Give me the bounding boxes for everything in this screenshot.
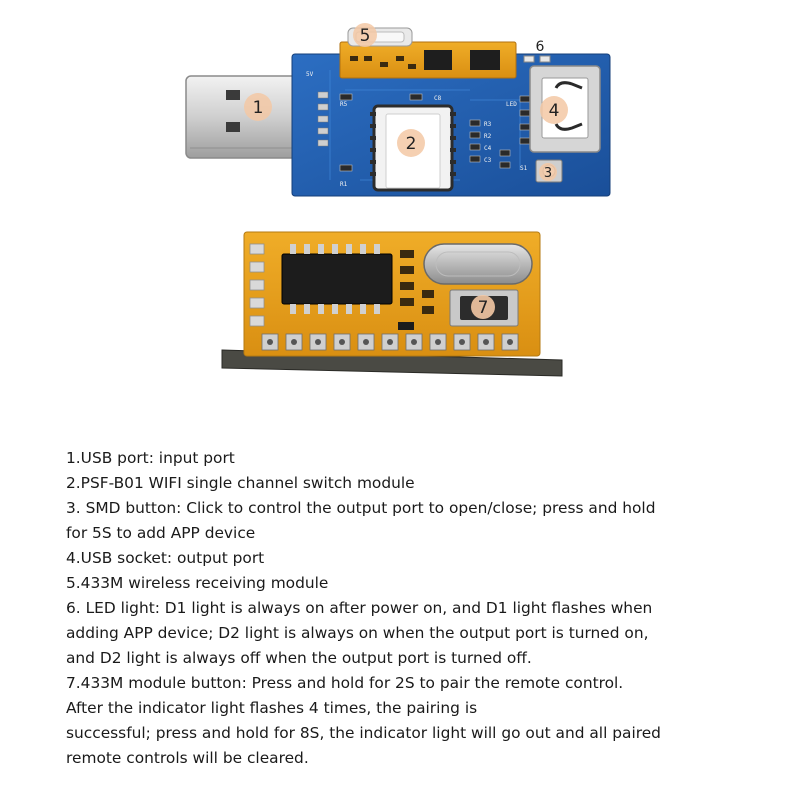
svg-text:R2: R2 bbox=[484, 133, 492, 140]
marker-label: 7 bbox=[478, 298, 489, 318]
svg-text:R5: R5 bbox=[340, 101, 348, 108]
led-light bbox=[523, 55, 551, 63]
marker-label: 5 bbox=[360, 26, 371, 46]
svg-text:C4: C4 bbox=[484, 145, 492, 152]
callout-marker-1: 1 bbox=[244, 93, 272, 121]
rf-receiver-module bbox=[339, 27, 517, 79]
callout-marker-4: 4 bbox=[540, 96, 568, 124]
note-line: adding APP device; D2 light is always on… bbox=[66, 624, 649, 642]
note-line: After the indicator light flashes 4 time… bbox=[66, 699, 478, 717]
marker-label: 3 bbox=[544, 166, 552, 181]
note-line: and D2 light is always off when the outp… bbox=[66, 649, 532, 667]
marker-label: 1 bbox=[253, 98, 264, 118]
svg-text:R1: R1 bbox=[340, 181, 348, 188]
rf-receiver-board bbox=[221, 231, 563, 377]
note-line: 7.433M module button: Press and hold for… bbox=[66, 674, 624, 692]
note-line: remote controls will be cleared. bbox=[66, 749, 309, 767]
svg-text:R3: R3 bbox=[484, 121, 492, 128]
svg-text:S1: S1 bbox=[520, 165, 528, 172]
note-line: 4.USB socket: output port bbox=[66, 549, 265, 567]
note-line: 2.PSF-B01 WIFI single channel switch mod… bbox=[66, 474, 415, 492]
note-line: for 5S to add APP device bbox=[66, 524, 256, 542]
product-photo: 5V R5 R1 R3 R2 C4 C3 C8 S1 LED bbox=[185, 23, 611, 377]
callout-marker-7: 7 bbox=[471, 295, 495, 319]
marker-label: 4 bbox=[549, 101, 560, 121]
crystal-oscillator bbox=[423, 243, 533, 285]
svg-text:LED: LED bbox=[506, 101, 517, 108]
silkscreen: 5V R5 R1 R3 R2 C4 C3 C8 S1 LED bbox=[306, 71, 528, 188]
callout-marker-2: 2 bbox=[397, 129, 425, 157]
note-line: successful; press and hold for 8S, the i… bbox=[66, 724, 661, 742]
description-text: 1.USB port: input port 2.PSF-B01 WIFI si… bbox=[66, 446, 786, 771]
callout-marker-3: 3 bbox=[539, 163, 557, 181]
decoder-chip bbox=[281, 244, 393, 314]
note-line: 5.433M wireless receiving module bbox=[66, 574, 329, 592]
callout-marker-6: 6 bbox=[536, 39, 545, 55]
marker-label: 2 bbox=[406, 134, 417, 154]
svg-text:C3: C3 bbox=[484, 157, 492, 164]
marker-label: 6 bbox=[536, 39, 545, 55]
note-line: 3. SMD button: Click to control the outp… bbox=[66, 499, 656, 517]
note-line: 6. LED light: D1 light is always on afte… bbox=[66, 599, 653, 617]
callout-marker-5: 5 bbox=[353, 23, 377, 47]
svg-text:5V: 5V bbox=[306, 71, 314, 78]
svg-text:C8: C8 bbox=[434, 95, 442, 102]
note-line: 1.USB port: input port bbox=[66, 449, 235, 467]
